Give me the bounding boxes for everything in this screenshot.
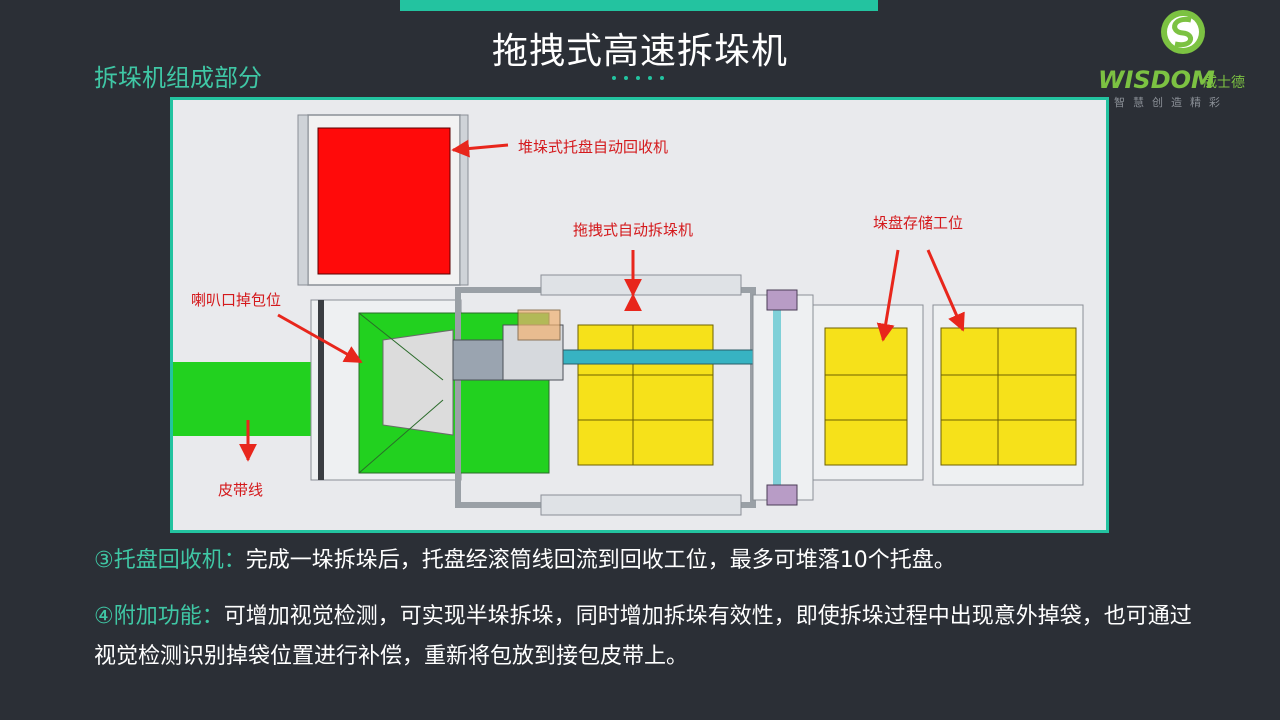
- paragraph-extra: ④附加功能：可增加视觉检测，可实现半垛拆垛，同时增加拆垛有效性，即使拆垛过程中出…: [94, 597, 1194, 677]
- destacker-frame: [452, 274, 756, 516]
- logo-brand: WISDOM: [1098, 66, 1215, 94]
- label-recycler: 堆垛式托盘自动回收机: [518, 138, 668, 156]
- machine-diagram: 堆垛式托盘自动回收机 拖拽式自动拆垛机 垛盘存储工位 喇叭口掉包位 皮带线: [170, 97, 1109, 533]
- paragraph-recycler: ③托盘回收机：完成一垛拆垛后，托盘经滚筒线回流到回收工位，最多可堆落10个托盘。: [94, 541, 956, 581]
- storage-station-2: [932, 304, 1084, 486]
- wisdom-logo-icon: [1161, 10, 1205, 54]
- paragraph-recycler-body: 完成一垛拆垛后，托盘经滚筒线回流到回收工位，最多可堆落10个托盘。: [245, 548, 956, 573]
- label-horn: 喇叭口掉包位: [191, 291, 281, 309]
- storage-station-1: [812, 304, 924, 481]
- top-accent-bar: [400, 0, 878, 11]
- title-dots: [610, 74, 670, 84]
- roller-conveyor: [752, 289, 814, 506]
- paragraph-extra-heading: ④附加功能：: [94, 604, 224, 629]
- section-subtitle: 拆垛机组成部分: [94, 64, 262, 92]
- paragraph-recycler-heading: ③托盘回收机：: [94, 548, 246, 573]
- machine-drawing: 堆垛式托盘自动回收机 拖拽式自动拆垛机 垛盘存储工位 喇叭口掉包位 皮带线: [173, 100, 1106, 530]
- logo-brand-cn: 威士德: [1203, 75, 1245, 91]
- paragraph-extra-body: 可增加视觉检测，可实现半垛拆垛，同时增加拆垛有效性，即使拆垛过程中出现意外掉袋，…: [94, 604, 1192, 669]
- label-belt: 皮带线: [218, 481, 263, 499]
- logo-slogan: 智慧创造精彩: [1114, 96, 1228, 109]
- label-destacker: 拖拽式自动拆垛机: [573, 221, 693, 239]
- pallet-recycler: [297, 114, 469, 286]
- page-title: 拖拽式高速拆垛机: [491, 31, 788, 72]
- label-storage: 垛盘存储工位: [873, 214, 963, 232]
